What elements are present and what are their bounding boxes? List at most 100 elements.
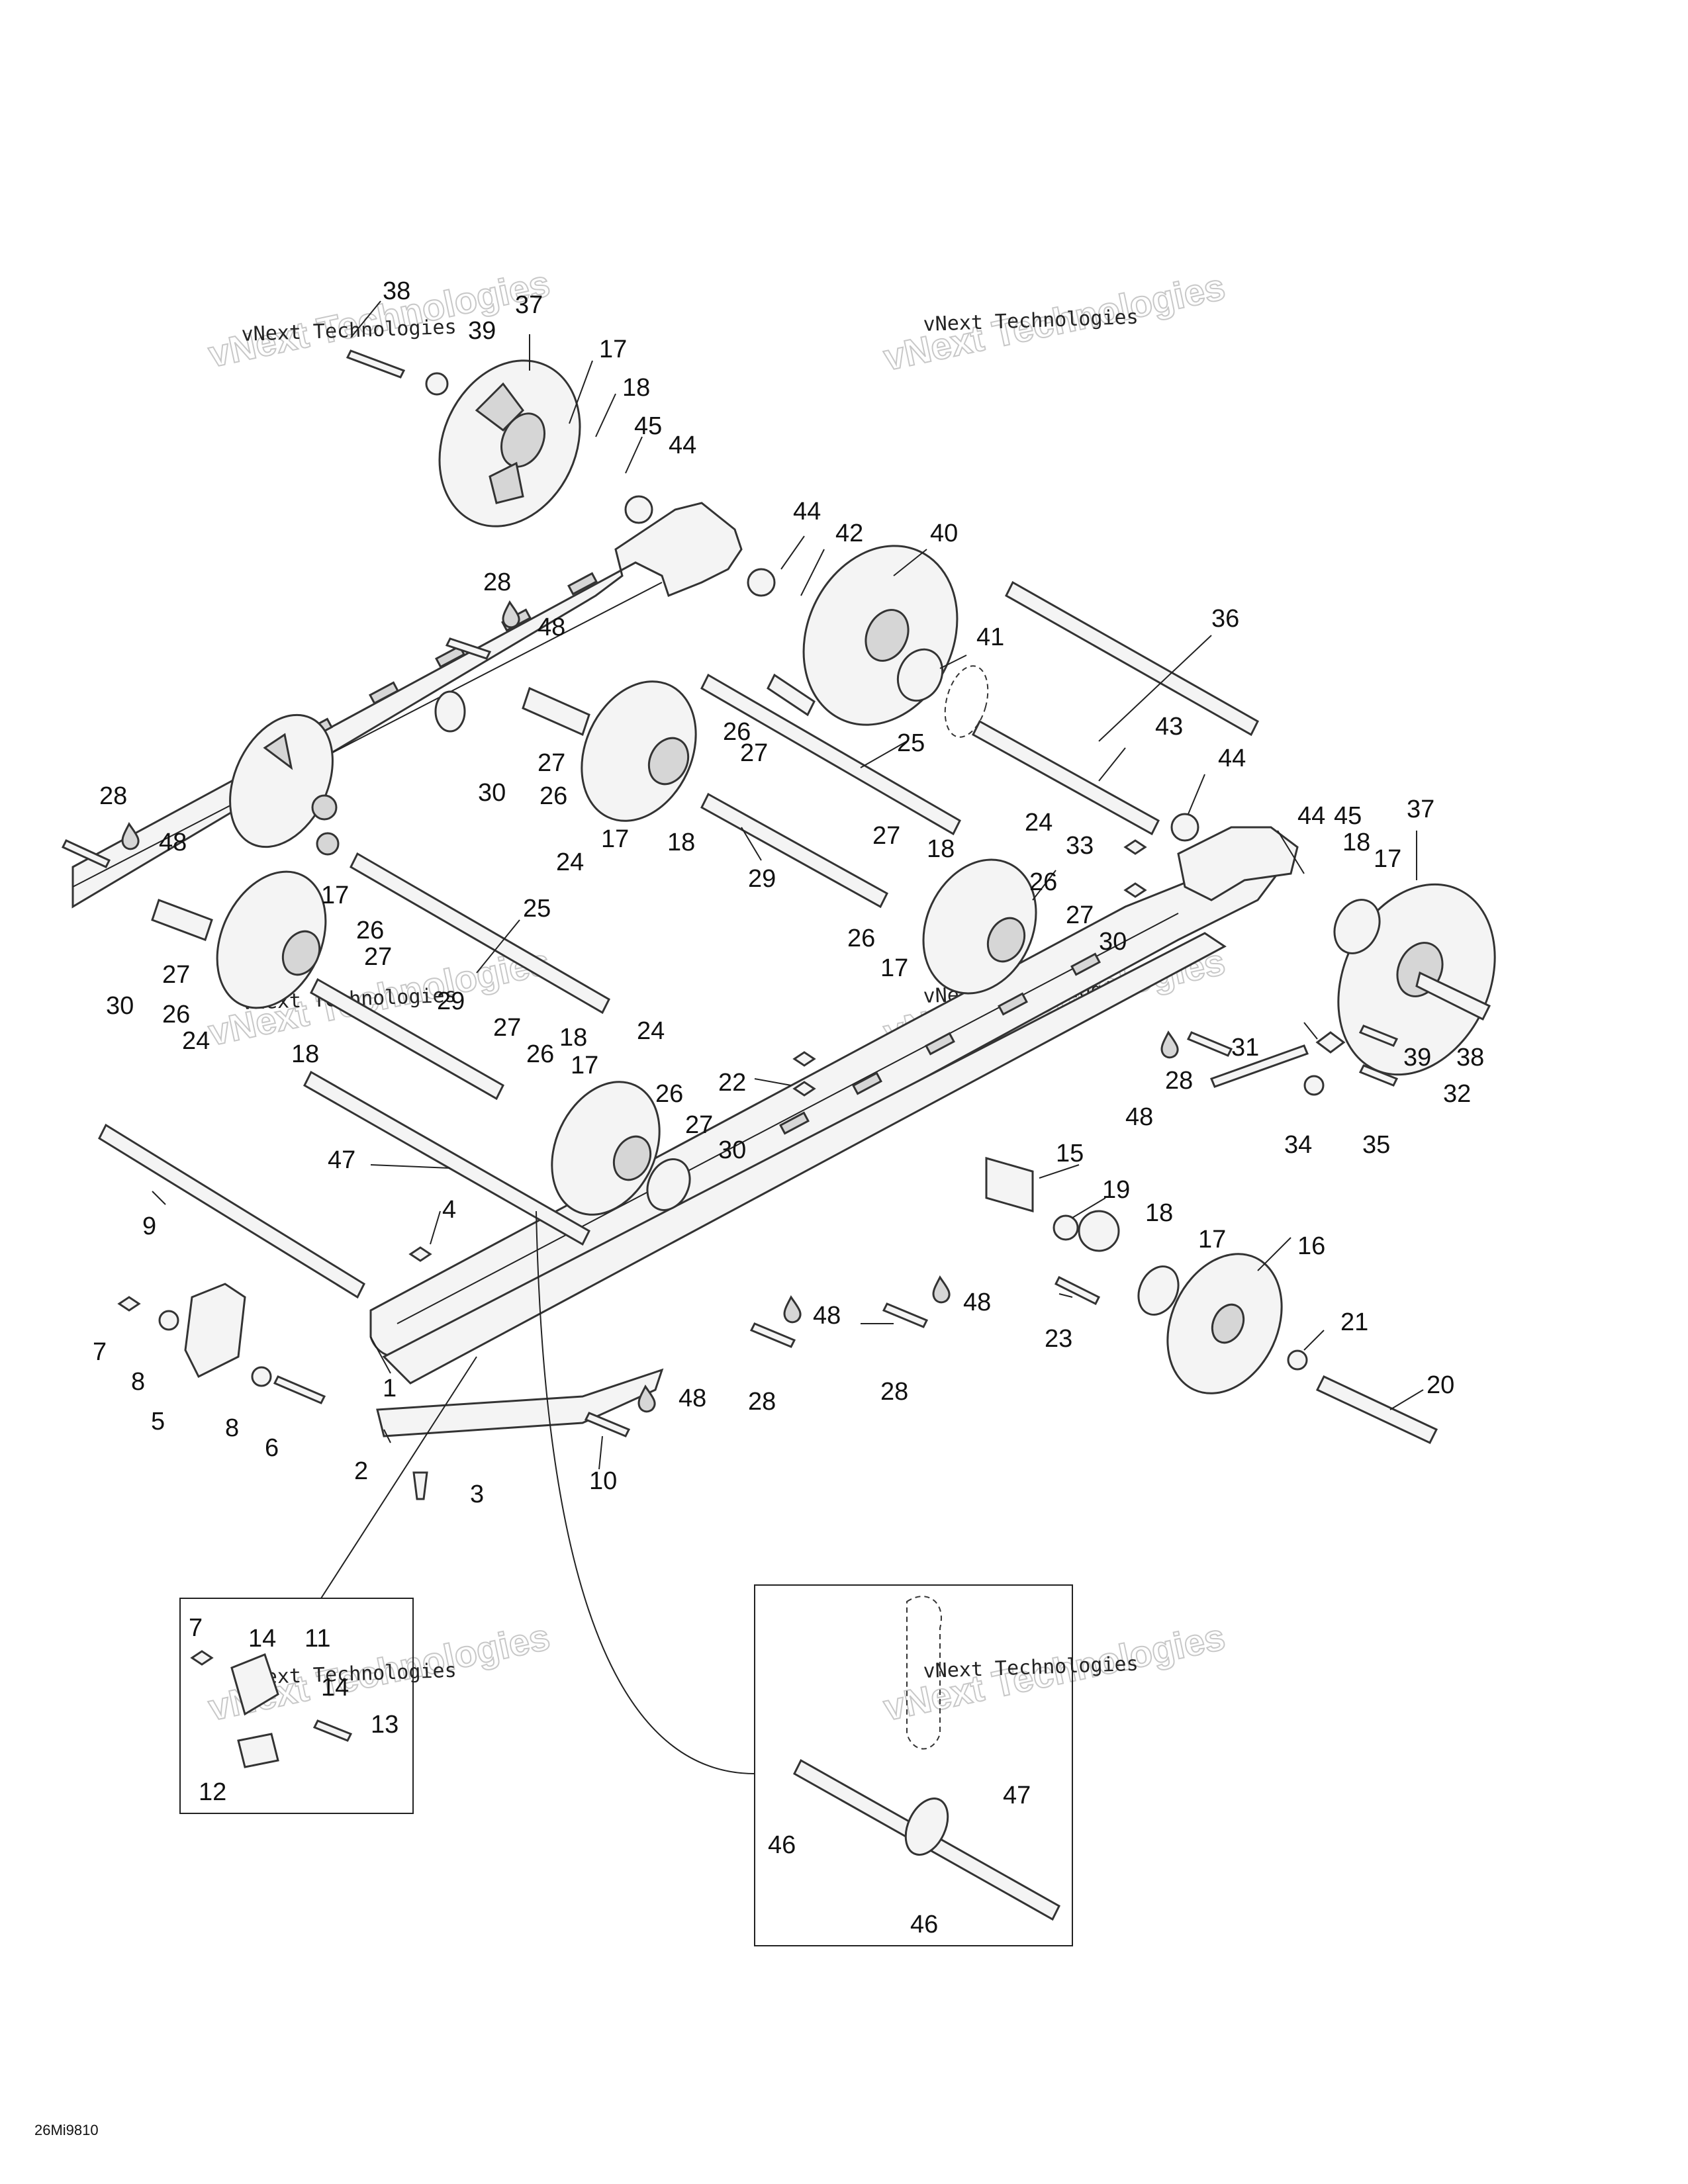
callout-26: 26 — [526, 1040, 554, 1068]
bolt-10 — [584, 1412, 631, 1437]
callout-18: 18 — [1145, 1199, 1173, 1227]
callout-3: 3 — [470, 1480, 484, 1508]
idler-wheel-top-left — [438, 359, 581, 527]
callout-35: 35 — [1362, 1131, 1390, 1159]
inset-stopper-detail — [179, 1356, 477, 1814]
callout-10: 10 — [589, 1467, 617, 1495]
callout-17: 17 — [1374, 845, 1401, 873]
callout-23: 23 — [1045, 1325, 1072, 1353]
spacer-44-mid — [747, 568, 776, 597]
callout-29: 29 — [437, 987, 465, 1015]
callout-17: 17 — [601, 825, 629, 853]
cross-shaft-47 — [303, 1070, 590, 1246]
idler-wheel-center-right — [922, 858, 1037, 995]
rail-slots — [779, 952, 1101, 1135]
inset-axle-detail — [536, 1210, 1073, 1946]
callout-2: 2 — [354, 1457, 368, 1485]
callout-28: 28 — [1165, 1067, 1193, 1095]
callout-47: 47 — [1003, 1782, 1031, 1809]
callout-48: 48 — [963, 1289, 991, 1316]
callout-18: 18 — [622, 374, 650, 402]
bolt-28-top — [445, 637, 492, 660]
stopper-5 — [184, 1283, 246, 1379]
nut-7 — [117, 1296, 141, 1312]
idler-wheel-front-lower — [551, 1081, 691, 1216]
callout-17: 17 — [571, 1052, 598, 1079]
watermark-top-center: vNext Technologies vNext Technologies — [879, 265, 1229, 379]
callout-18: 18 — [927, 835, 955, 863]
callout-18: 18 — [1342, 829, 1370, 856]
callout-28: 28 — [748, 1388, 776, 1416]
callout-24: 24 — [637, 1017, 665, 1045]
screw-32a — [1358, 1024, 1399, 1047]
figure-reference-code: 26Mi9810 — [34, 2122, 99, 2138]
callout-48: 48 — [679, 1385, 706, 1412]
callout-17: 17 — [321, 882, 349, 909]
callout-27: 27 — [740, 739, 768, 767]
nut-4 — [408, 1246, 432, 1262]
callout-7: 7 — [93, 1338, 107, 1366]
callout-47: 47 — [328, 1146, 355, 1174]
axle-tubes — [98, 580, 1259, 1299]
callout-48: 48 — [159, 829, 187, 856]
bolt-28-left — [61, 839, 111, 868]
bolt-38-top — [346, 349, 406, 379]
callout-27: 27 — [685, 1111, 713, 1139]
spacer-44-top — [624, 495, 653, 524]
slide-runner — [376, 1368, 664, 1437]
callout-4: 4 — [442, 1196, 456, 1224]
callout-26: 26 — [356, 917, 384, 944]
callout-18: 18 — [667, 829, 695, 856]
bolt-28-mid — [749, 1322, 796, 1348]
callout-42: 42 — [835, 520, 863, 547]
cross-shaft-29-left — [310, 978, 504, 1101]
watermark-top-left: vNext Technologies vNext Technologies — [204, 261, 554, 376]
callout-33: 33 — [1066, 832, 1094, 860]
bolt-28-midright — [882, 1302, 929, 1328]
callout-1: 1 — [383, 1375, 397, 1402]
callout-46: 46 — [768, 1831, 796, 1859]
nut-33b — [1123, 882, 1147, 898]
callout-43: 43 — [1155, 713, 1183, 741]
callout-16: 16 — [1297, 1232, 1325, 1260]
spacer-44-right — [1170, 813, 1199, 842]
callout-26: 26 — [723, 718, 751, 746]
grease-markers — [121, 600, 1179, 1413]
callout-14: 14 — [248, 1625, 276, 1653]
callout-26: 26 — [655, 1080, 683, 1108]
callout-15: 15 — [1056, 1140, 1084, 1167]
callout-37: 37 — [1407, 796, 1434, 823]
callout-41: 41 — [976, 623, 1004, 651]
callout-26: 26 — [847, 925, 875, 952]
washer-39-top — [425, 372, 449, 396]
callout-14: 14 — [321, 1674, 349, 1702]
idler-wheel-center-axle — [522, 680, 697, 822]
callout-44: 44 — [1297, 802, 1325, 830]
callout-22: 22 — [718, 1069, 746, 1097]
callout-44: 44 — [1218, 745, 1246, 772]
cross-shaft-29-right — [700, 792, 888, 909]
callout-27: 27 — [162, 961, 190, 989]
callout-26: 26 — [539, 782, 567, 810]
callout-38: 38 — [1456, 1044, 1484, 1071]
idler-wheel-right — [1333, 883, 1496, 1076]
idler-wheel-large-center — [802, 545, 989, 738]
callout-34: 34 — [1284, 1131, 1312, 1159]
callout-18: 18 — [559, 1024, 587, 1052]
callout-17: 17 — [599, 336, 627, 363]
callout-20: 20 — [1427, 1371, 1454, 1399]
callout-11: 11 — [305, 1625, 330, 1653]
ring-19 — [1053, 1214, 1079, 1241]
nut-35 — [1303, 1075, 1325, 1096]
callout-30: 30 — [1099, 928, 1127, 956]
callout-45: 45 — [634, 412, 662, 440]
callouts: 38 37 39 17 18 45 44 44 42 40 41 36 43 4… — [93, 277, 1484, 1938]
callout-24: 24 — [556, 848, 584, 876]
callout-32: 32 — [1443, 1080, 1471, 1108]
watermark-lower-center: vNext Technologies vNext Technologies — [879, 1615, 1229, 1729]
washer-21 — [1287, 1349, 1308, 1371]
callout-39: 39 — [1403, 1044, 1431, 1071]
callout-24: 24 — [1025, 809, 1053, 837]
callout-30: 30 — [478, 779, 506, 807]
right-rail — [369, 826, 1299, 1437]
